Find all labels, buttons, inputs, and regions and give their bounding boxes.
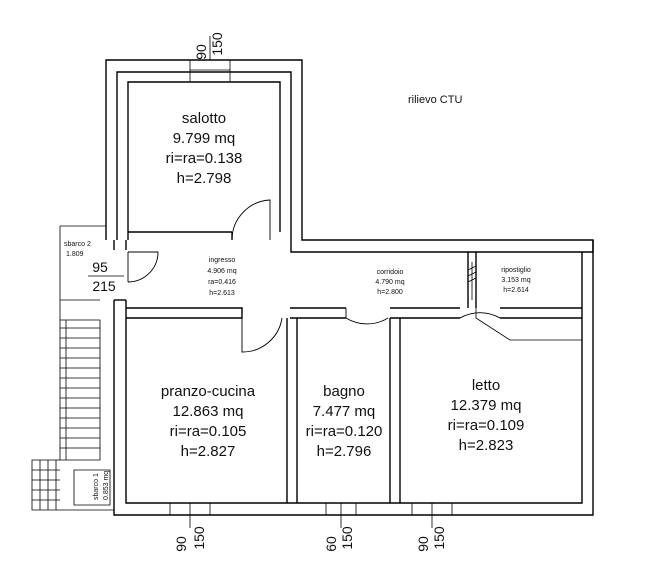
wall-ripostiglio-low xyxy=(475,308,582,341)
doors xyxy=(127,199,501,353)
stairs xyxy=(60,319,101,461)
bagno-name: bagno xyxy=(323,383,365,400)
salotto-name: salotto xyxy=(182,110,226,127)
label-letto: letto 12.379 mq ri=ra=0.109 h=2.823 xyxy=(448,377,525,454)
corridoio-height: h=2.800 xyxy=(377,289,403,296)
wall-pranzo-bagno xyxy=(286,318,298,503)
salotto-ratio: ri=ra=0.138 xyxy=(166,150,243,167)
dim-bagno-width: 60 xyxy=(323,536,339,552)
sbarco1-outline xyxy=(73,469,111,506)
letto-ratio: ri=ra=0.109 xyxy=(448,417,525,434)
pranzo-area: 12.863 mq xyxy=(173,403,244,420)
label-pranzo: pranzo-cucina 12.863 mq ri=ra=0.105 h=2.… xyxy=(161,383,256,460)
dim-entry-width: 95 xyxy=(92,259,108,275)
balcony-upper xyxy=(59,225,107,460)
ripostiglio-area: 3.153 mq xyxy=(501,277,530,284)
label-bagno: bagno 7.477 mq ri=ra=0.120 h=2.796 xyxy=(306,383,383,460)
sbarco1-area: 0.853 mq xyxy=(103,471,110,500)
ingresso-ratio: ra=0.416 xyxy=(208,279,236,286)
bagno-height: h=2.796 xyxy=(317,443,372,460)
letto-name: letto xyxy=(472,377,500,394)
window-salotto xyxy=(189,59,231,83)
wall-ripostiglio xyxy=(467,252,477,308)
dim-top-width: 90 xyxy=(193,44,209,60)
balconies xyxy=(31,225,114,511)
door-pranzo xyxy=(241,317,283,353)
door-bagno xyxy=(345,308,389,325)
dim-letto-width: 90 xyxy=(415,536,431,552)
wall-bagno-letto xyxy=(389,318,401,503)
sbarco2-area: 1.809 xyxy=(66,251,84,258)
ripostiglio-height: h=2.614 xyxy=(503,287,529,294)
letto-height: h=2.823 xyxy=(459,437,514,454)
ingresso-area: 4.906 mq xyxy=(207,268,236,275)
door-letto xyxy=(459,312,501,319)
pranzo-height: h=2.827 xyxy=(181,443,236,460)
ingresso-height: h=2.613 xyxy=(209,290,235,297)
dim-entry-height: 215 xyxy=(92,278,116,294)
label-ingresso: ingresso 4.906 mq ra=0.416 h=2.613 xyxy=(207,257,236,297)
label-corridoio: corridoio 4.790 mq h=2.800 xyxy=(375,269,404,296)
salotto-height: h=2.798 xyxy=(177,170,232,187)
sbarco1-name: sbarco 1 xyxy=(93,473,100,500)
ripostiglio-name: ripostiglio xyxy=(501,267,531,274)
letto-area: 12.379 mq xyxy=(451,397,522,414)
dim-pranzo-height: 150 xyxy=(191,526,207,550)
pranzo-ratio: ri=ra=0.105 xyxy=(170,423,247,440)
label-salotto: salotto 9.799 mq ri=ra=0.138 h=2.798 xyxy=(166,110,243,187)
salotto-area: 9.799 mq xyxy=(173,130,236,147)
label-ripostiglio: ripostiglio 3.153 mq h=2.614 xyxy=(501,267,531,294)
dim-pranzo-width: 90 xyxy=(173,536,189,552)
ingresso-name: ingresso xyxy=(209,257,236,264)
dim-bagno-height: 150 xyxy=(339,526,355,550)
corridoio-area: 4.790 mq xyxy=(375,279,404,286)
dim-top-height: 150 xyxy=(209,32,225,56)
door-salotto xyxy=(231,199,271,241)
bagno-ratio: ri=ra=0.120 xyxy=(306,423,383,440)
pranzo-name: pranzo-cucina xyxy=(161,383,256,400)
stairs-outline xyxy=(60,319,101,461)
sliding-door-ripostiglio xyxy=(467,262,477,300)
survey-note: rilievo CTU xyxy=(408,94,462,106)
door-entry xyxy=(127,251,159,283)
wall-pranzo-top xyxy=(126,307,243,319)
bagno-area: 7.477 mq xyxy=(313,403,376,420)
stairs-steps xyxy=(60,327,100,449)
dimension-lines xyxy=(88,36,433,528)
corridoio-name: corridoio xyxy=(377,269,404,276)
balcony-grid xyxy=(32,460,60,510)
sbarco2-name: sbarco 2 xyxy=(64,241,91,248)
balcony-lower xyxy=(31,459,114,511)
dim-letto-height: 150 xyxy=(431,526,447,550)
